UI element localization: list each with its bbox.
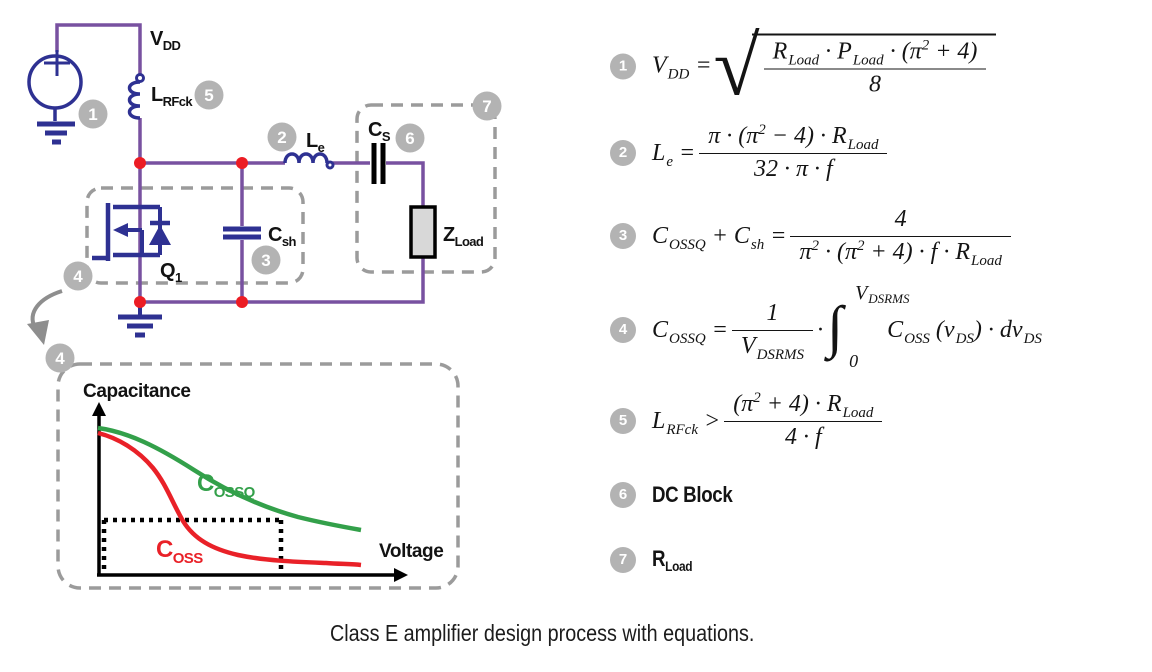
badge-3: [251, 245, 281, 275]
equation-1-denominator: 8: [869, 71, 882, 98]
badge-4: [63, 261, 93, 291]
capacitor-cs: [371, 143, 386, 184]
graph-y-label: Capacitance: [83, 381, 191, 402]
svg-text:4: 4: [55, 349, 65, 368]
curve-coss: [97, 430, 362, 568]
capacitance-voltage-graph: Capacitance Voltage COSSQ COSS: [83, 381, 444, 582]
inductor-le: [283, 152, 335, 170]
equation-7-text: RLoad: [652, 546, 693, 574]
equation-3-badge: 3: [610, 223, 636, 249]
svg-text:2: 2: [277, 128, 286, 147]
equation-2-badge: 2: [610, 140, 636, 166]
junction-dots: [134, 157, 248, 308]
svg-text:5: 5: [204, 86, 213, 105]
label-coss: COSS: [156, 536, 203, 567]
equation-2-lhs: Le =: [652, 139, 696, 170]
equation-4-lhs: COSSQ =: [652, 316, 728, 347]
graph-x-label: Voltage: [379, 541, 443, 562]
equation-5: 5 LRFck > (π2 + 4) · RLoad 4 · f: [610, 391, 886, 451]
dotted-guide-lines: [101, 517, 284, 573]
equation-5-denominator: 4 · f: [784, 424, 822, 450]
circuit-wires: [55, 23, 425, 304]
integral-upper-limit: VDSRMS: [855, 282, 910, 306]
figure-caption: Class E amplifier design process with eq…: [330, 620, 755, 646]
svg-text:6: 6: [405, 129, 414, 148]
svg-text:7: 7: [482, 97, 491, 116]
badge-2: [267, 122, 297, 152]
ground-source: [37, 121, 75, 145]
capacitor-csh: [223, 226, 261, 240]
label-cs: CS: [368, 119, 391, 144]
equation-5-numerator: (π2 + 4) · RLoad: [724, 391, 883, 422]
body-diode-icon: [149, 225, 171, 245]
equation-1-radical: √ RLoad · PLoad · (π2 + 4) 8: [713, 20, 997, 114]
label-csh: Csh: [268, 224, 296, 249]
equation-1-numerator: RLoad · PLoad · (π2 + 4): [763, 38, 987, 70]
equation-4-numerator: 1: [731, 300, 814, 331]
badge-5: [194, 80, 224, 110]
curve-cossq: [97, 425, 362, 533]
equation-3-denominator: π2 · (π2 + 4) · f · RLoad: [799, 238, 1002, 269]
equation-6: 6 DC Block: [610, 482, 747, 508]
integral-icon: ∫: [827, 294, 843, 359]
label-le: Le: [306, 130, 325, 155]
body-arrow-icon: [113, 223, 128, 237]
label-q1: Q1: [160, 260, 182, 285]
equation-7-badge: 7: [610, 547, 636, 573]
dashed-box-output-network: [355, 103, 497, 274]
badge-7: [472, 91, 502, 121]
inductor-lrfck: [127, 73, 145, 120]
dashed-box-transistor-group: [85, 186, 305, 285]
equation-2-numerator: π · (π2 − 4) · RLoad: [699, 123, 888, 154]
equation-5-lhs: LRFck >: [652, 407, 721, 438]
equation-4-rhs: COSS (vDS) · dvDS: [887, 316, 1042, 347]
equation-4-denominator: VDSRMS: [740, 333, 805, 363]
equation-3-lhs: COSSQ + Csh =: [652, 222, 787, 253]
label-lrfck: LRFck: [151, 84, 193, 109]
equation-2: 2 Le = π · (π2 − 4) · RLoad 32 · π · f: [610, 123, 891, 183]
equation-3: 3 COSSQ + Csh = 4 π2 · (π2 + 4) · f · RL…: [610, 206, 1015, 269]
label-vdd: VDD: [150, 28, 181, 53]
equation-4-dot: ·: [817, 316, 824, 343]
x-axis-arrow-icon: [394, 568, 408, 582]
circuit-badges: 1 5 2 6 7 3 4 4: [45, 80, 502, 373]
equation-4-integral: ∫ VDSRMS 0: [827, 282, 909, 371]
svg-text:4: 4: [73, 267, 83, 286]
equation-4-badge: 4: [610, 317, 636, 343]
svg-text:3: 3: [261, 251, 270, 270]
integral-lower-limit: 0: [849, 351, 859, 371]
equation-1-badge: 1: [610, 53, 636, 79]
equation-2-denominator: 32 · π · f: [754, 156, 833, 182]
circuit-diagram: 1 5 2 6 7 3 4 4 VDD LRFck Le CS Csh Q1 Z…: [27, 23, 502, 590]
voltage-source: [27, 50, 83, 121]
label-cossq: COSSQ: [197, 470, 256, 501]
equation-6-text: DC Block: [652, 482, 733, 507]
y-axis-arrow-icon: [92, 402, 106, 416]
equation-4: 4 COSSQ = 1 VDSRMS · ∫ VDSRMS 0 COSS (vD…: [610, 282, 1042, 371]
equation-3-numerator: 4: [790, 206, 1011, 237]
svg-text:1: 1: [88, 105, 97, 124]
radical-icon: √: [713, 20, 760, 114]
load-zload: [409, 205, 437, 259]
equation-1-lhs: VDD =: [652, 52, 712, 83]
zoom-arrow-icon: [27, 289, 63, 345]
badge-6: [395, 123, 425, 153]
label-zload: ZLoad: [443, 224, 484, 249]
mosfet-q1: [92, 203, 171, 261]
badge-graph-4: [45, 343, 75, 373]
dashed-box-graph: [56, 362, 460, 590]
equation-1: 1 VDD = √ RLoad · PLoad · (π2 + 4) 8: [610, 20, 997, 114]
equation-6-badge: 6: [610, 482, 636, 508]
badge-1: [78, 99, 108, 129]
equation-7: 7 RLoad: [610, 546, 699, 574]
equation-5-badge: 5: [610, 408, 636, 434]
